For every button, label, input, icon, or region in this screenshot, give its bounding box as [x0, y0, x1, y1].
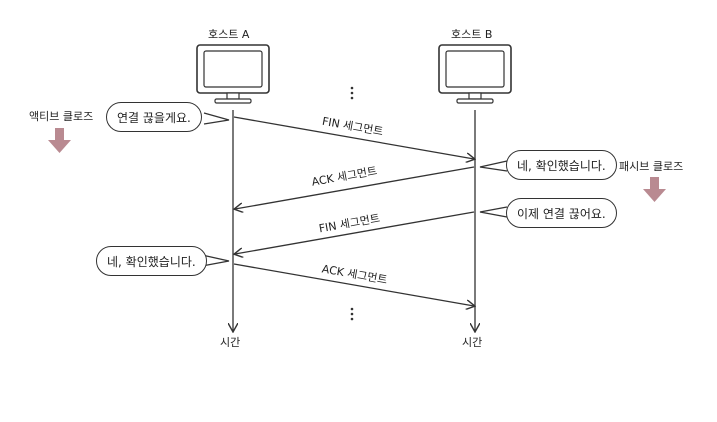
fin-arrow-1 [233, 116, 474, 159]
host-b-monitor-icon [438, 44, 512, 104]
host-a-monitor-icon [196, 44, 270, 104]
top-ellipsis [350, 86, 354, 100]
passive-close-down-arrow-icon [643, 177, 666, 202]
host-a-time-label: 시간 [220, 336, 241, 349]
bubble-tail-b-confirm [479, 160, 508, 172]
bubble-a-close: 연결 끊을게요. [106, 102, 202, 132]
fin-label-2: FIN 세그먼트 [318, 212, 381, 236]
ack-arrow-2 [233, 263, 474, 306]
passive-close-label: 패시브 클로즈 [619, 160, 684, 173]
bubble-tail-a-close [203, 112, 230, 125]
ack-arrow-1 [235, 166, 475, 209]
bubble-a-confirm: 네, 확인했습니다. [96, 246, 207, 276]
bubble-b-confirm: 네, 확인했습니다. [506, 150, 617, 180]
fin-label-1: FIN 세그먼트 [321, 115, 384, 139]
host-a-label: 호스트 A [208, 28, 250, 41]
bubble-b-close: 이제 연결 끊어요. [506, 198, 617, 228]
host-b-time-label: 시간 [462, 336, 483, 349]
active-close-down-arrow-icon [48, 128, 71, 153]
bubble-tail-b-close [479, 206, 508, 218]
active-close-label: 액티브 클로즈 [29, 110, 94, 123]
host-b-label: 호스트 B [451, 28, 493, 41]
bubble-tail-a-confirm [201, 254, 230, 267]
fin-arrow-2 [235, 211, 475, 254]
bottom-ellipsis [350, 307, 354, 321]
ack-label-2: ACK 세그먼트 [321, 262, 388, 286]
